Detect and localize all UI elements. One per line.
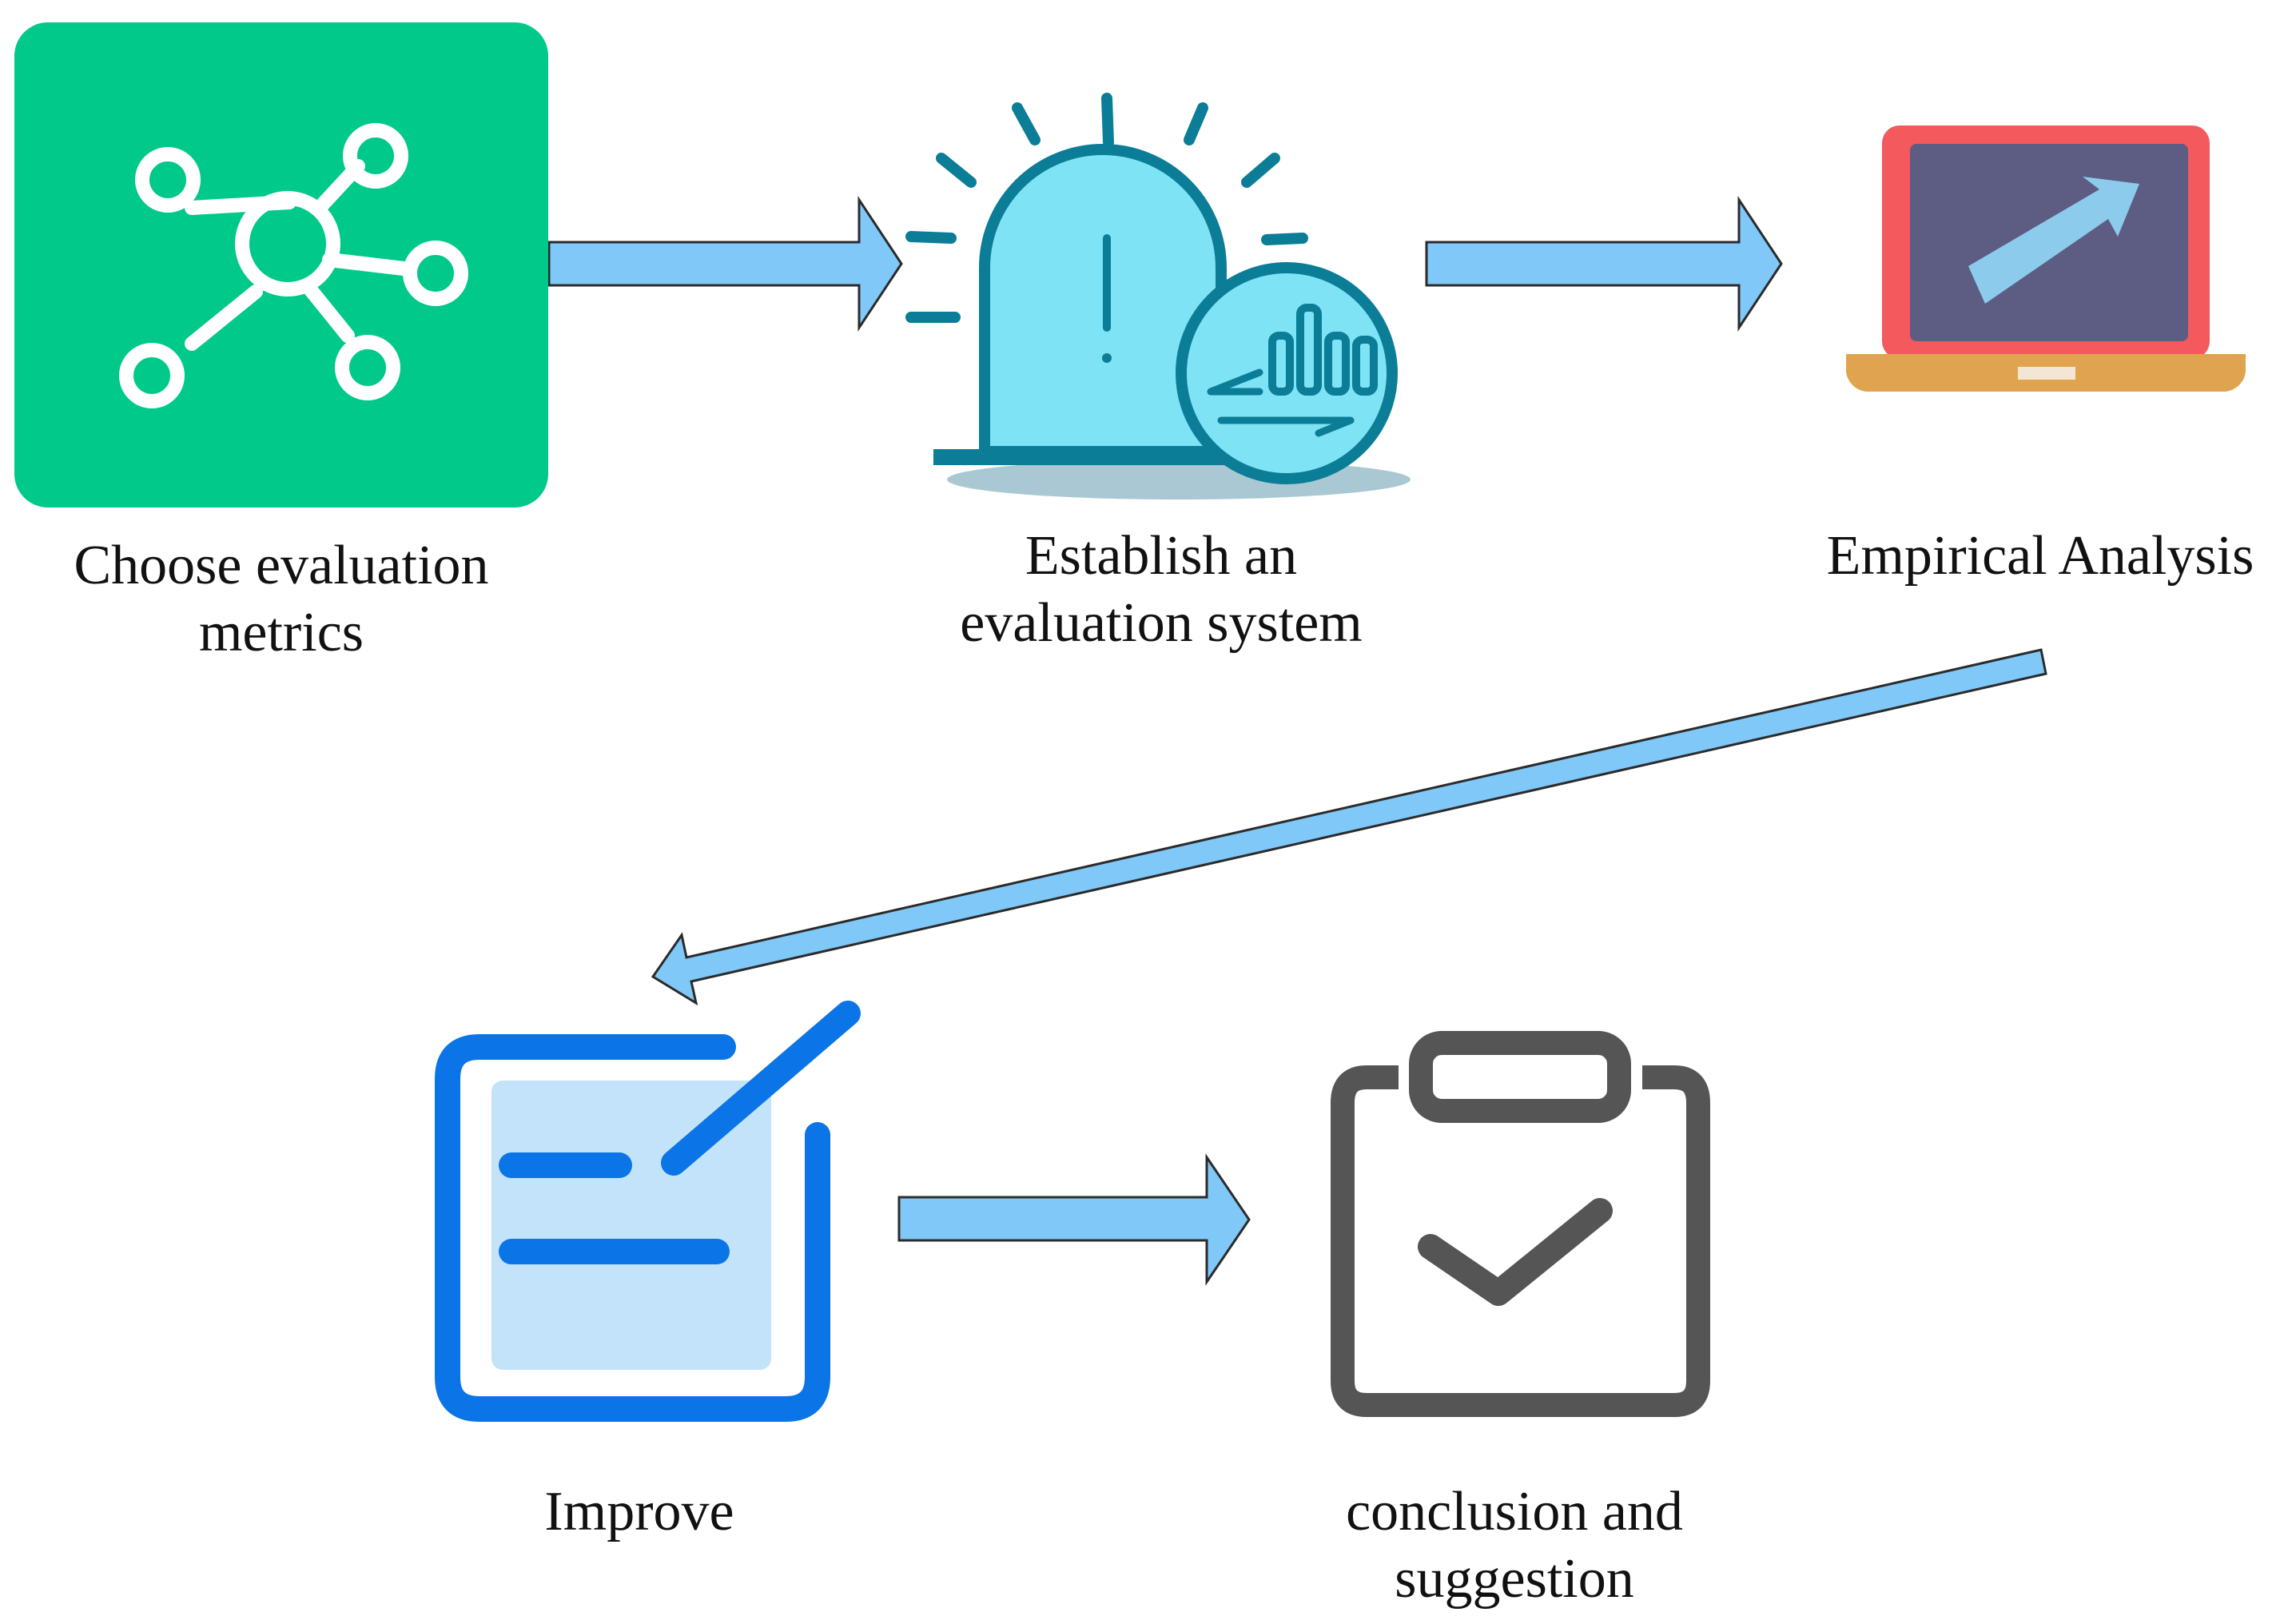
- network-nodes-icon: [14, 22, 548, 508]
- laptop-trend-icon: [1846, 125, 2246, 392]
- edit-note-icon: [435, 1001, 861, 1422]
- clipboard-check-icon: [1331, 1031, 1710, 1417]
- flow-arrow-3: [651, 648, 2047, 1006]
- flow-arrow-4: [897, 1153, 1251, 1286]
- flow-arrow-2: [1425, 196, 1783, 332]
- alarm-light-chart-icon: [905, 93, 1411, 500]
- step-label-choose-metrics: Choose evaluation metrics: [74, 535, 489, 663]
- step-label-improve: Improve: [544, 1481, 734, 1542]
- step-label-conclusion: conclusion and suggestion: [1346, 1481, 1683, 1610]
- step-label-establish-system: Establish an evaluation system: [960, 525, 1363, 654]
- flow-arrow-1: [547, 196, 903, 332]
- step-label-empirical-analysis: Empirical Analysis: [1826, 525, 2254, 587]
